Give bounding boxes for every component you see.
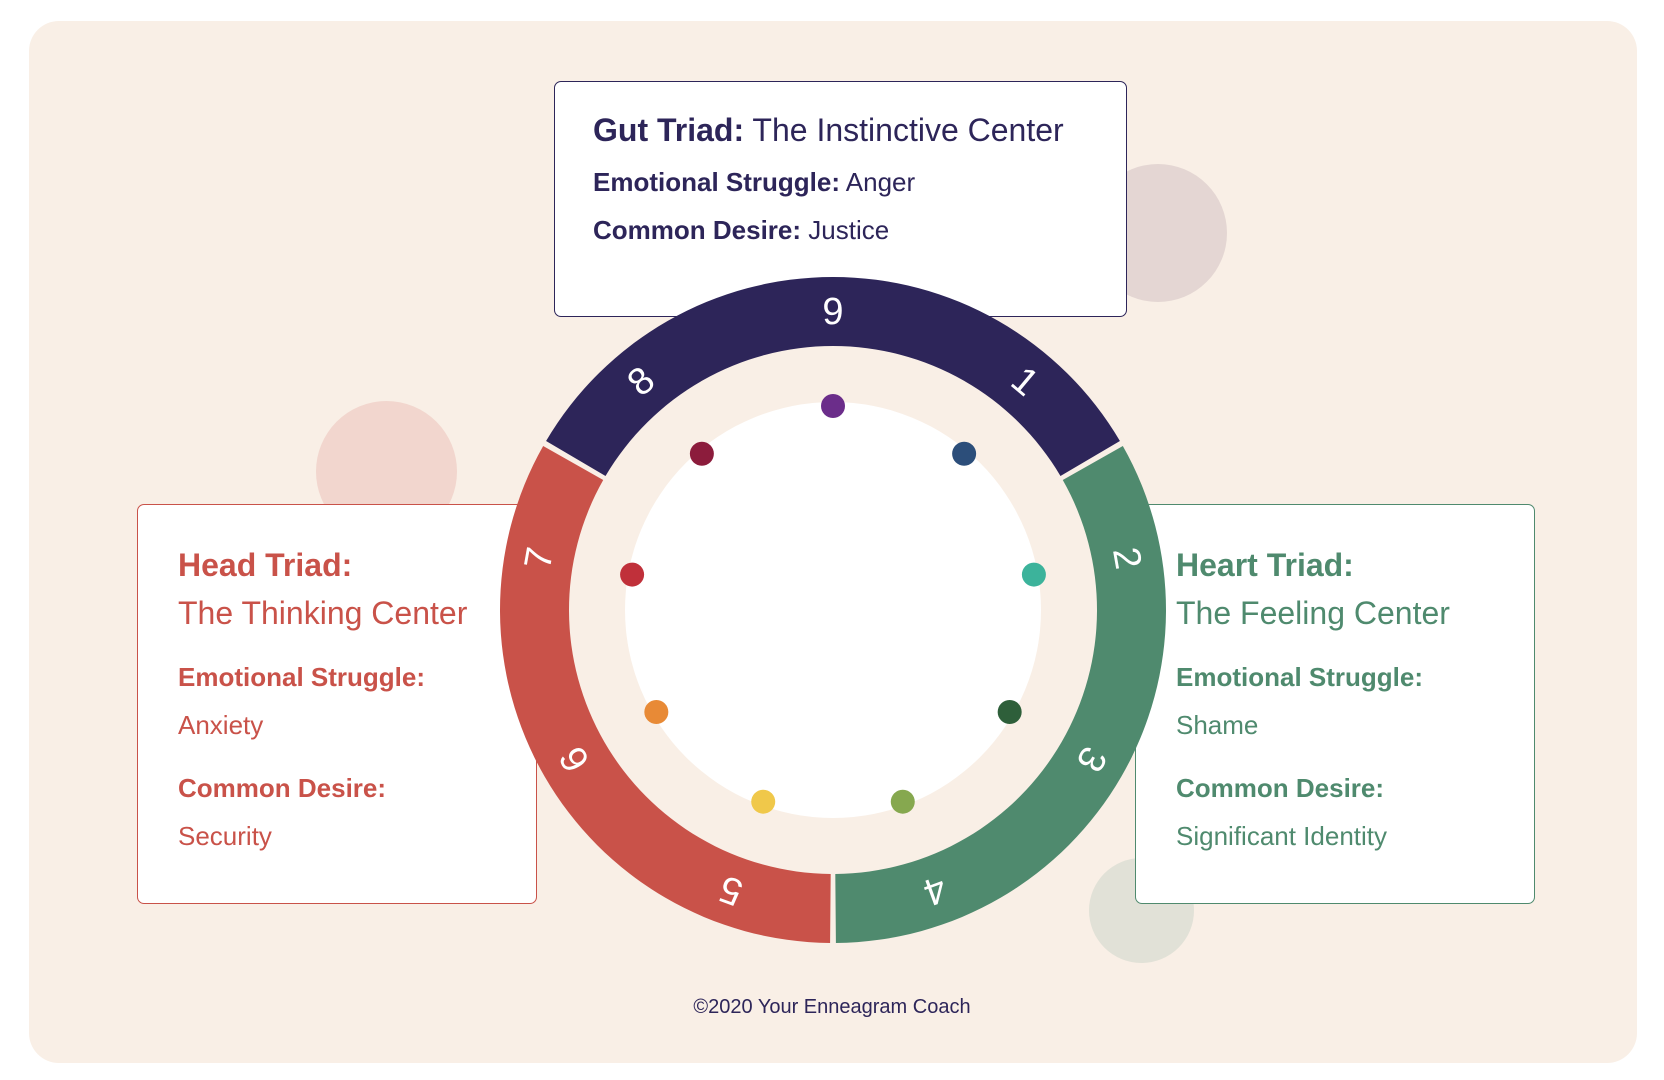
head-triad-title: Head Triad: [178, 547, 353, 583]
wheel-dot-4 [890, 789, 915, 814]
heart-desire-value: Significant Identity [1176, 821, 1388, 851]
gut-triad-arc [546, 277, 1120, 477]
wheel-dot-3 [997, 700, 1022, 724]
wheel-dot-7 [620, 562, 645, 587]
head-struggle-value: Anxiety [178, 710, 264, 740]
wheel-number-9: 9 [822, 291, 843, 333]
gut-triad-title: Gut Triad: The Instinctive Center [593, 112, 1064, 149]
gut-triad-title-rest: The Instinctive Center [744, 112, 1064, 148]
wheel-center [625, 402, 1041, 818]
wheel-dot-1 [952, 441, 977, 466]
wheel-dot-5 [751, 789, 776, 814]
head-triad-subtitle: The Thinking Center [178, 595, 468, 631]
head-desire-value: Security [178, 821, 272, 851]
heart-triad-title: Heart Triad: [1176, 547, 1354, 583]
heart-triad-subtitle: The Feeling Center [1176, 595, 1450, 631]
wheel-dot-2 [1021, 562, 1046, 587]
gut-desire-value: Justice [801, 215, 890, 245]
heart-triad-arc [835, 446, 1167, 943]
gut-desire-label: Common Desire: [593, 215, 802, 245]
copyright-text: ©2020 Your Enneagram Coach [693, 996, 971, 1018]
wheel-dot-9 [821, 394, 845, 418]
wheel-dot-6 [644, 700, 669, 724]
head-triad-arc [499, 446, 831, 943]
gut-struggle: Emotional Struggle: Anger [593, 167, 915, 198]
heart-struggle-value: Shame [1176, 710, 1259, 740]
wheel-dot-8 [689, 441, 714, 466]
gut-struggle-value: Anger [840, 167, 916, 197]
head-desire-label: Common Desire: [178, 773, 387, 803]
gut-struggle-label: Emotional Struggle: [593, 167, 840, 197]
heart-triad-box: Heart Triad: The Feeling Center Emotiona… [1135, 504, 1535, 904]
heart-struggle-label: Emotional Struggle: [1176, 662, 1423, 692]
head-struggle-label: Emotional Struggle: [178, 662, 425, 692]
gut-desire: Common Desire: Justice [593, 215, 889, 246]
heart-desire-label: Common Desire: [1176, 773, 1385, 803]
gut-triad-title-bold: Gut Triad: [593, 112, 745, 148]
